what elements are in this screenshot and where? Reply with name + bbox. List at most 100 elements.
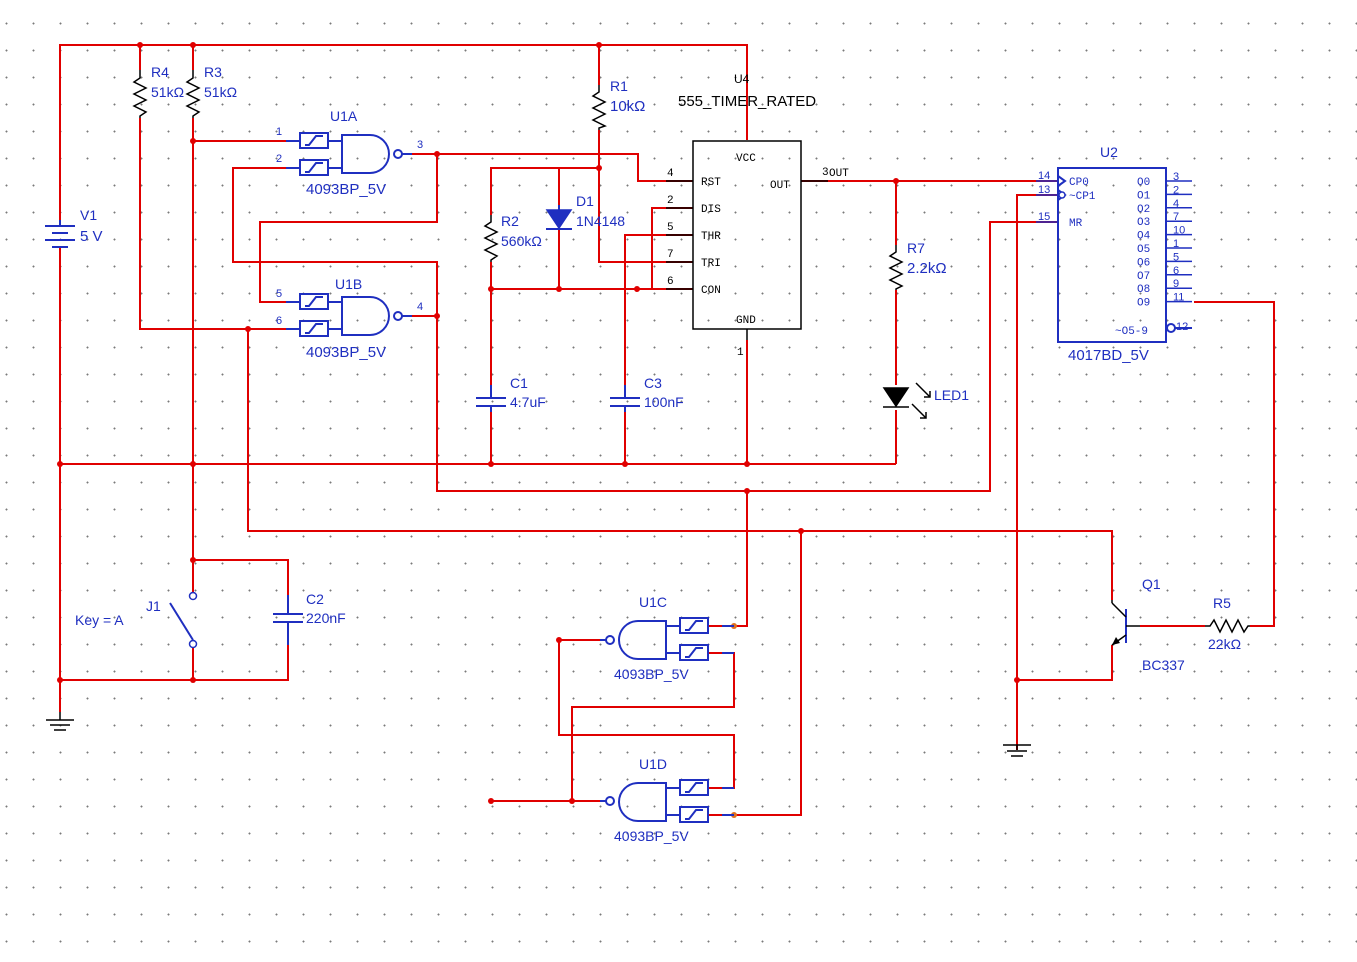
junctions	[57, 42, 1020, 818]
resistor-r5[interactable]: R5 22kΩ	[1205, 595, 1250, 652]
ic-u4-555-timer[interactable]: U4 555_TIMER_RATED VCC GND 1 OUT 3 OUT 4…	[666, 72, 849, 359]
led1-ref: LED1	[934, 387, 969, 403]
u2-right-pin-num: 4	[1173, 198, 1179, 210]
q1-value: BC337	[1142, 657, 1185, 673]
u4-pin-name: TRI	[701, 258, 721, 270]
u1b-pin-6: 6	[276, 315, 282, 327]
u4-out-netlabel: OUT	[829, 168, 849, 180]
capacitor-c1[interactable]: C1 4.7uF	[476, 375, 546, 412]
q1-ref: Q1	[1142, 576, 1161, 592]
capacitor-c2[interactable]: C2 220nF	[273, 591, 346, 645]
j1-key: Key = A	[75, 612, 124, 628]
u2-right-pin-num: 11	[1173, 292, 1184, 304]
u2-right-pin-name: O9	[1137, 298, 1150, 310]
u2-right-pin-num: 10	[1173, 225, 1185, 237]
u4-pin-name: DIS	[701, 204, 721, 216]
u1a-pin-1: 1	[276, 126, 282, 138]
resistor-r4[interactable]: R4 51kΩ	[132, 64, 184, 118]
nand-gate-u1a[interactable]: 1 2 3 U1A 4093BP_5V	[276, 108, 423, 198]
d1-value: 1N4148	[576, 213, 625, 229]
u2-right-pin-name: O5	[1137, 244, 1150, 256]
u2-carry-label: ~O5-9	[1115, 326, 1148, 338]
u2-right-pin-name: O4	[1137, 231, 1151, 243]
u4-ref: U4	[734, 72, 750, 86]
ground-symbol-left	[46, 712, 74, 731]
resistor-r2[interactable]: R2 560kΩ	[483, 213, 542, 262]
u4-pin-name: THR	[701, 231, 721, 243]
u2-value: 4017BD_5V	[1068, 347, 1149, 364]
u2-right-pin-num: 2	[1173, 184, 1179, 196]
r5-ref: R5	[1213, 595, 1231, 611]
nand-gate-u1b[interactable]: 5 6 4 U1B 4093BP_5V	[276, 276, 423, 361]
u1d-value: 4093BP_5V	[614, 828, 689, 844]
u2-right-pin-num: 5	[1173, 251, 1179, 263]
u4-gnd-pin: 1	[737, 347, 744, 359]
led-led1[interactable]: LED1	[882, 382, 969, 419]
u2-right-pin-num: 6	[1173, 265, 1179, 277]
c2-ref: C2	[306, 591, 324, 607]
r7-value: 2.2kΩ	[907, 260, 947, 277]
u4-pin-num: 2	[667, 195, 674, 207]
u2-right-pin-name: O7	[1137, 271, 1150, 283]
u2-right-pin-num: 7	[1173, 211, 1179, 223]
u1c-ref: U1C	[639, 594, 667, 610]
u1a-ref: U1A	[330, 108, 358, 124]
capacitor-c3[interactable]: C3 100nF	[610, 375, 684, 412]
u2-carry-pin: 12	[1176, 321, 1188, 333]
switch-j1[interactable]: J1 Key = A	[75, 591, 198, 649]
d1-ref: D1	[576, 193, 594, 209]
wires	[59, 44, 1275, 816]
r4-ref: R4	[151, 64, 169, 80]
transistor-q1[interactable]: Q1 BC337	[1111, 576, 1185, 673]
r5-value: 22kΩ	[1208, 636, 1241, 652]
resistor-r1[interactable]: R1 10kΩ	[591, 78, 645, 130]
nand-gate-u1d[interactable]: U1D 4093BP_5V	[600, 756, 734, 844]
u1b-pin-4: 4	[417, 301, 423, 313]
resistor-r3[interactable]: R3 51kΩ	[185, 64, 237, 118]
c1-value: 4.7uF	[510, 394, 546, 410]
u4-pin-num: 5	[667, 222, 674, 234]
u2-right-pin-num: 9	[1173, 278, 1179, 290]
u2-right-pin-name: O6	[1137, 257, 1150, 269]
v1-value: 5 V	[80, 228, 103, 245]
u1b-value: 4093BP_5V	[306, 344, 386, 361]
j1-ref: J1	[146, 598, 161, 614]
u4-pin-num: 6	[667, 276, 674, 288]
u4-gnd-label: GND	[736, 315, 756, 327]
u1a-pin-2: 2	[276, 153, 282, 165]
resistor-r7[interactable]: R7 2.2kΩ	[888, 240, 947, 290]
v1-ref: V1	[80, 207, 97, 223]
c2-value: 220nF	[306, 610, 346, 626]
u2-right-pin-name: O0	[1137, 177, 1150, 189]
u4-pin-num: 4	[667, 168, 674, 180]
u4-value: 555_TIMER_RATED	[678, 93, 816, 110]
u2-ref: U2	[1100, 144, 1118, 160]
r3-value: 51kΩ	[204, 84, 237, 100]
c1-ref: C1	[510, 375, 528, 391]
u4-pin-num: 7	[667, 249, 674, 261]
u2-left-pin-name: CP0	[1069, 177, 1089, 189]
u4-pin-name: CON	[701, 285, 721, 297]
nand-gate-u1c[interactable]: U1C 4093BP_5V	[600, 594, 734, 682]
u2-right-pin-name: O2	[1137, 204, 1150, 216]
u1b-ref: U1B	[335, 276, 362, 292]
u2-left-pin-name: MR	[1069, 218, 1083, 230]
r2-value: 560kΩ	[501, 233, 542, 249]
u2-right-pin-num: 3	[1173, 171, 1179, 183]
u1a-value: 4093BP_5V	[306, 181, 386, 198]
u2-right-pin-name: O8	[1137, 284, 1150, 296]
r4-value: 51kΩ	[151, 84, 184, 100]
ground-symbol-right	[1003, 744, 1031, 757]
u4-out-label: OUT	[770, 180, 790, 192]
r7-ref: R7	[907, 240, 925, 256]
diode-d1[interactable]: D1 1N4148	[545, 193, 625, 230]
u1d-ref: U1D	[639, 756, 667, 772]
battery-v1[interactable]: V1 5 V	[45, 207, 103, 248]
u1a-pin-3: 3	[417, 139, 423, 151]
u4-out-pin: 3	[822, 167, 829, 179]
